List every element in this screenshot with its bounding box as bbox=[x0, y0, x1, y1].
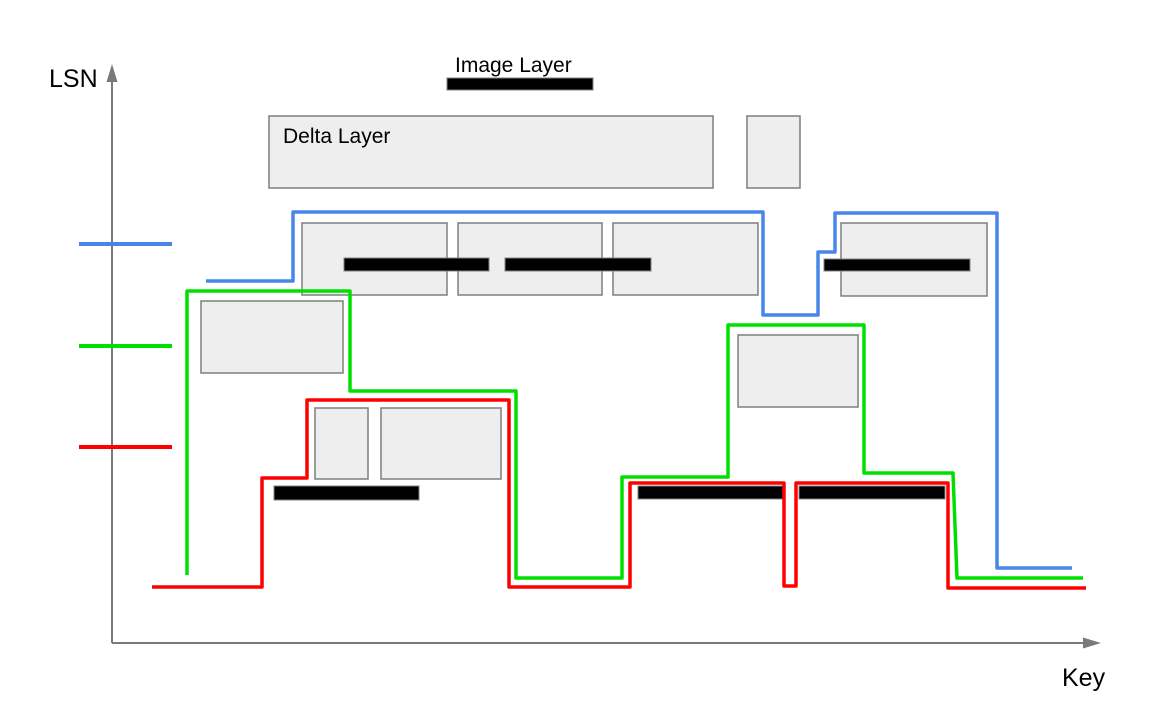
delta-layer-rect bbox=[380, 407, 502, 480]
image-layer-legend-bar bbox=[446, 77, 594, 91]
image-layer-bar bbox=[637, 485, 784, 500]
key-axis-label: Key bbox=[1062, 664, 1106, 692]
image-layer-bar bbox=[798, 485, 946, 500]
image-layer-bar bbox=[343, 257, 490, 272]
delta-layer-labeled-rect bbox=[268, 115, 714, 189]
green-branch-line bbox=[185, 289, 1083, 580]
image-layer-bar bbox=[823, 258, 971, 272]
branch-lines-group bbox=[152, 210, 1086, 590]
delta-layers-group bbox=[200, 115, 988, 480]
axes-group bbox=[106, 64, 1101, 649]
image-layer-legend-label: Image Layer bbox=[455, 54, 572, 77]
delta-layer-rect bbox=[200, 300, 344, 374]
blue-branch-line bbox=[206, 210, 1072, 570]
delta-layer-rect bbox=[746, 115, 801, 189]
delta-layer-rect bbox=[314, 407, 369, 480]
delta-layer-rect bbox=[737, 334, 859, 408]
delta-layer-label: Delta Layer bbox=[283, 125, 390, 148]
y-axis-arrowhead-icon bbox=[106, 64, 118, 82]
x-axis-arrowhead-icon bbox=[1083, 637, 1101, 649]
image-layer-bar bbox=[504, 257, 652, 272]
image-layer-bar bbox=[273, 485, 420, 501]
red-branch-line bbox=[152, 398, 1086, 590]
lsn-ticks-group bbox=[79, 242, 172, 449]
lsn-axis-label: LSN bbox=[49, 65, 98, 93]
